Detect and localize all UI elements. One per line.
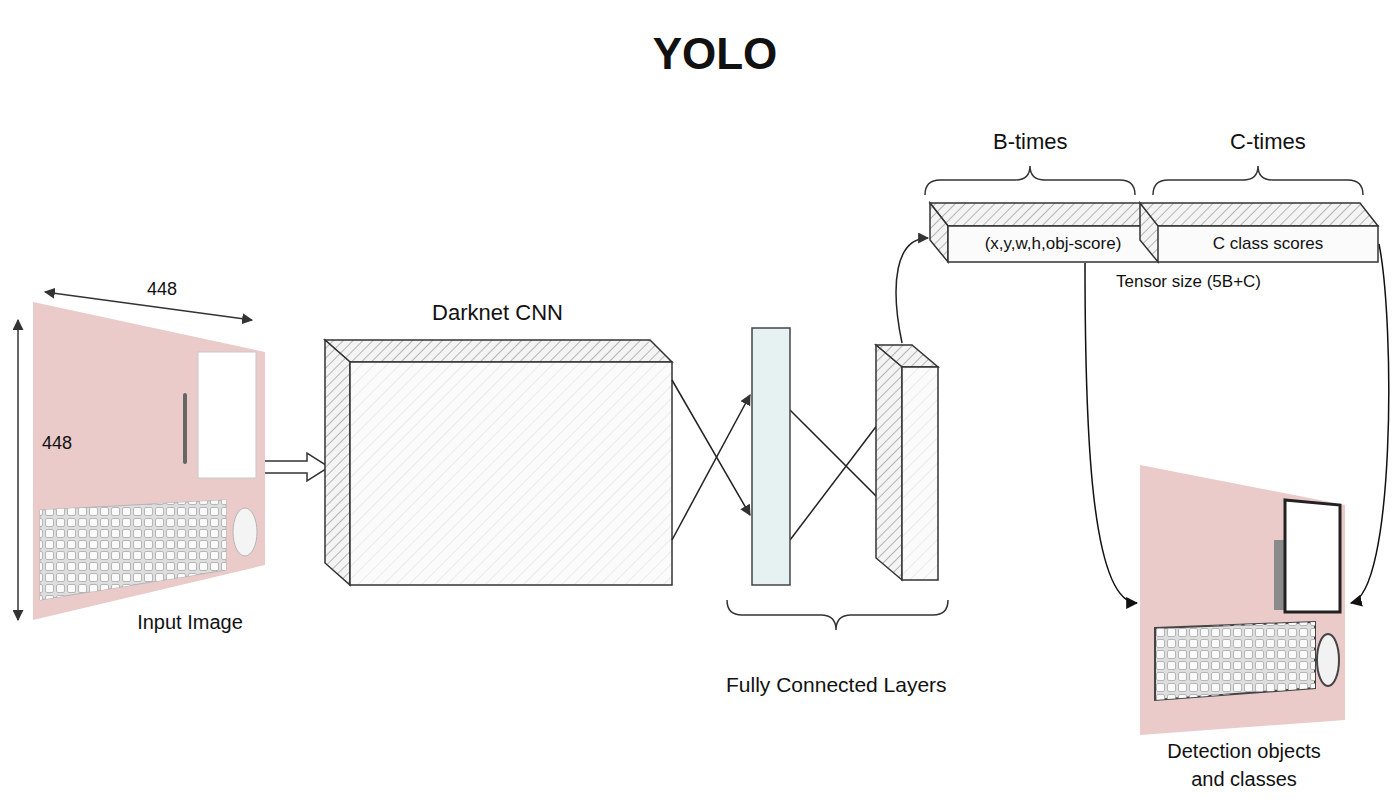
- curly-brace: [925, 166, 1135, 195]
- text-label: B-times: [993, 129, 1068, 155]
- node-label: Darknet CNN: [380, 300, 615, 326]
- connector-arrow: [1351, 244, 1389, 603]
- curly-brace: [1153, 166, 1363, 195]
- text-label: 448: [147, 278, 177, 300]
- diagram-title: YOLO: [515, 28, 915, 80]
- fc-layer: [876, 345, 938, 580]
- node-label: Detection objects and classes: [1148, 737, 1340, 793]
- output-tensor: [930, 203, 1378, 262]
- text-label: Fully Connected Layers: [726, 672, 947, 697]
- text-label: Tensor size (5B+C): [1116, 272, 1261, 292]
- output-arrow: [896, 238, 928, 343]
- input-image-picture: [33, 302, 265, 620]
- diagram-node: Detection objects and classes: [1138, 462, 1350, 796]
- text-label: 448: [42, 432, 72, 454]
- node-label: (x,y,w,h,obj-score): [952, 226, 1154, 262]
- fc-layer: [752, 328, 790, 585]
- diagram-node: Input Image: [30, 298, 270, 640]
- dimension-arrow: [18, 292, 252, 620]
- node-label: C class scores: [1162, 226, 1374, 262]
- text-label: C-times: [1230, 129, 1306, 155]
- output-image-picture: [1140, 465, 1345, 735]
- block-arrow: [263, 453, 329, 481]
- diagram-node: Darknet CNN: [320, 292, 675, 590]
- diagram-node: C class scores: [1158, 226, 1378, 262]
- node-label: Input Image: [125, 610, 255, 634]
- cnn-block: [325, 340, 672, 585]
- diagram-node: (x,y,w,h,obj-score): [948, 226, 1158, 262]
- connector-arrow: [1085, 263, 1137, 603]
- curly-brace: [727, 600, 948, 630]
